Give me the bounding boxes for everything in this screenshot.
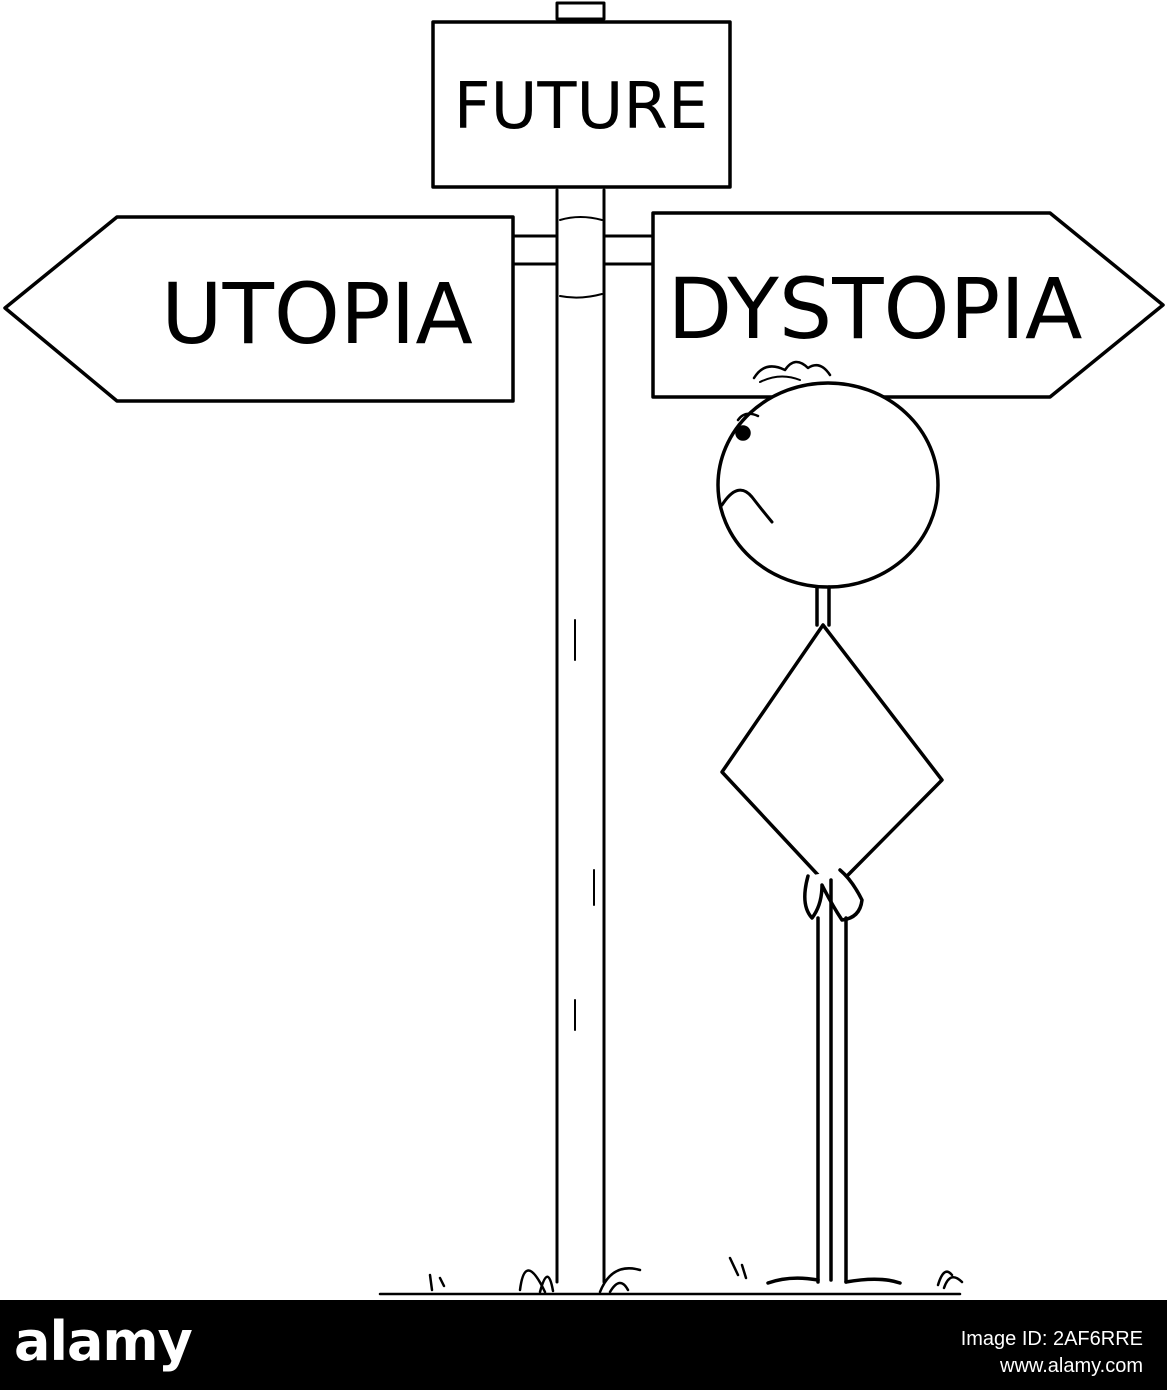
ground: [378, 1256, 964, 1296]
stick-man: [716, 360, 944, 1285]
watermark-footer: alamy Image ID: 2AF6RRE www.alamy.com: [0, 1300, 1167, 1390]
signpost: [511, 1, 655, 1284]
alamy-logo: alamy: [14, 1310, 193, 1373]
dystopia-label: DYSTOPIA: [667, 260, 1082, 358]
alamy-url: www.alamy.com: [1000, 1355, 1143, 1377]
future-sign: [431, 20, 732, 189]
utopia-sign: [3, 215, 515, 403]
utopia-label: UTOPIA: [161, 265, 473, 363]
image-id: Image ID: 2AF6RRE: [960, 1328, 1143, 1350]
image-id-block: Image ID: 2AF6RRE www.alamy.com: [961, 1326, 1143, 1380]
future-label: FUTURE: [454, 70, 709, 144]
dystopia-sign: [651, 211, 1165, 399]
cartoon-illustration: FUTURE UTOPIA DYSTOPIA: [3, 1, 1165, 1296]
